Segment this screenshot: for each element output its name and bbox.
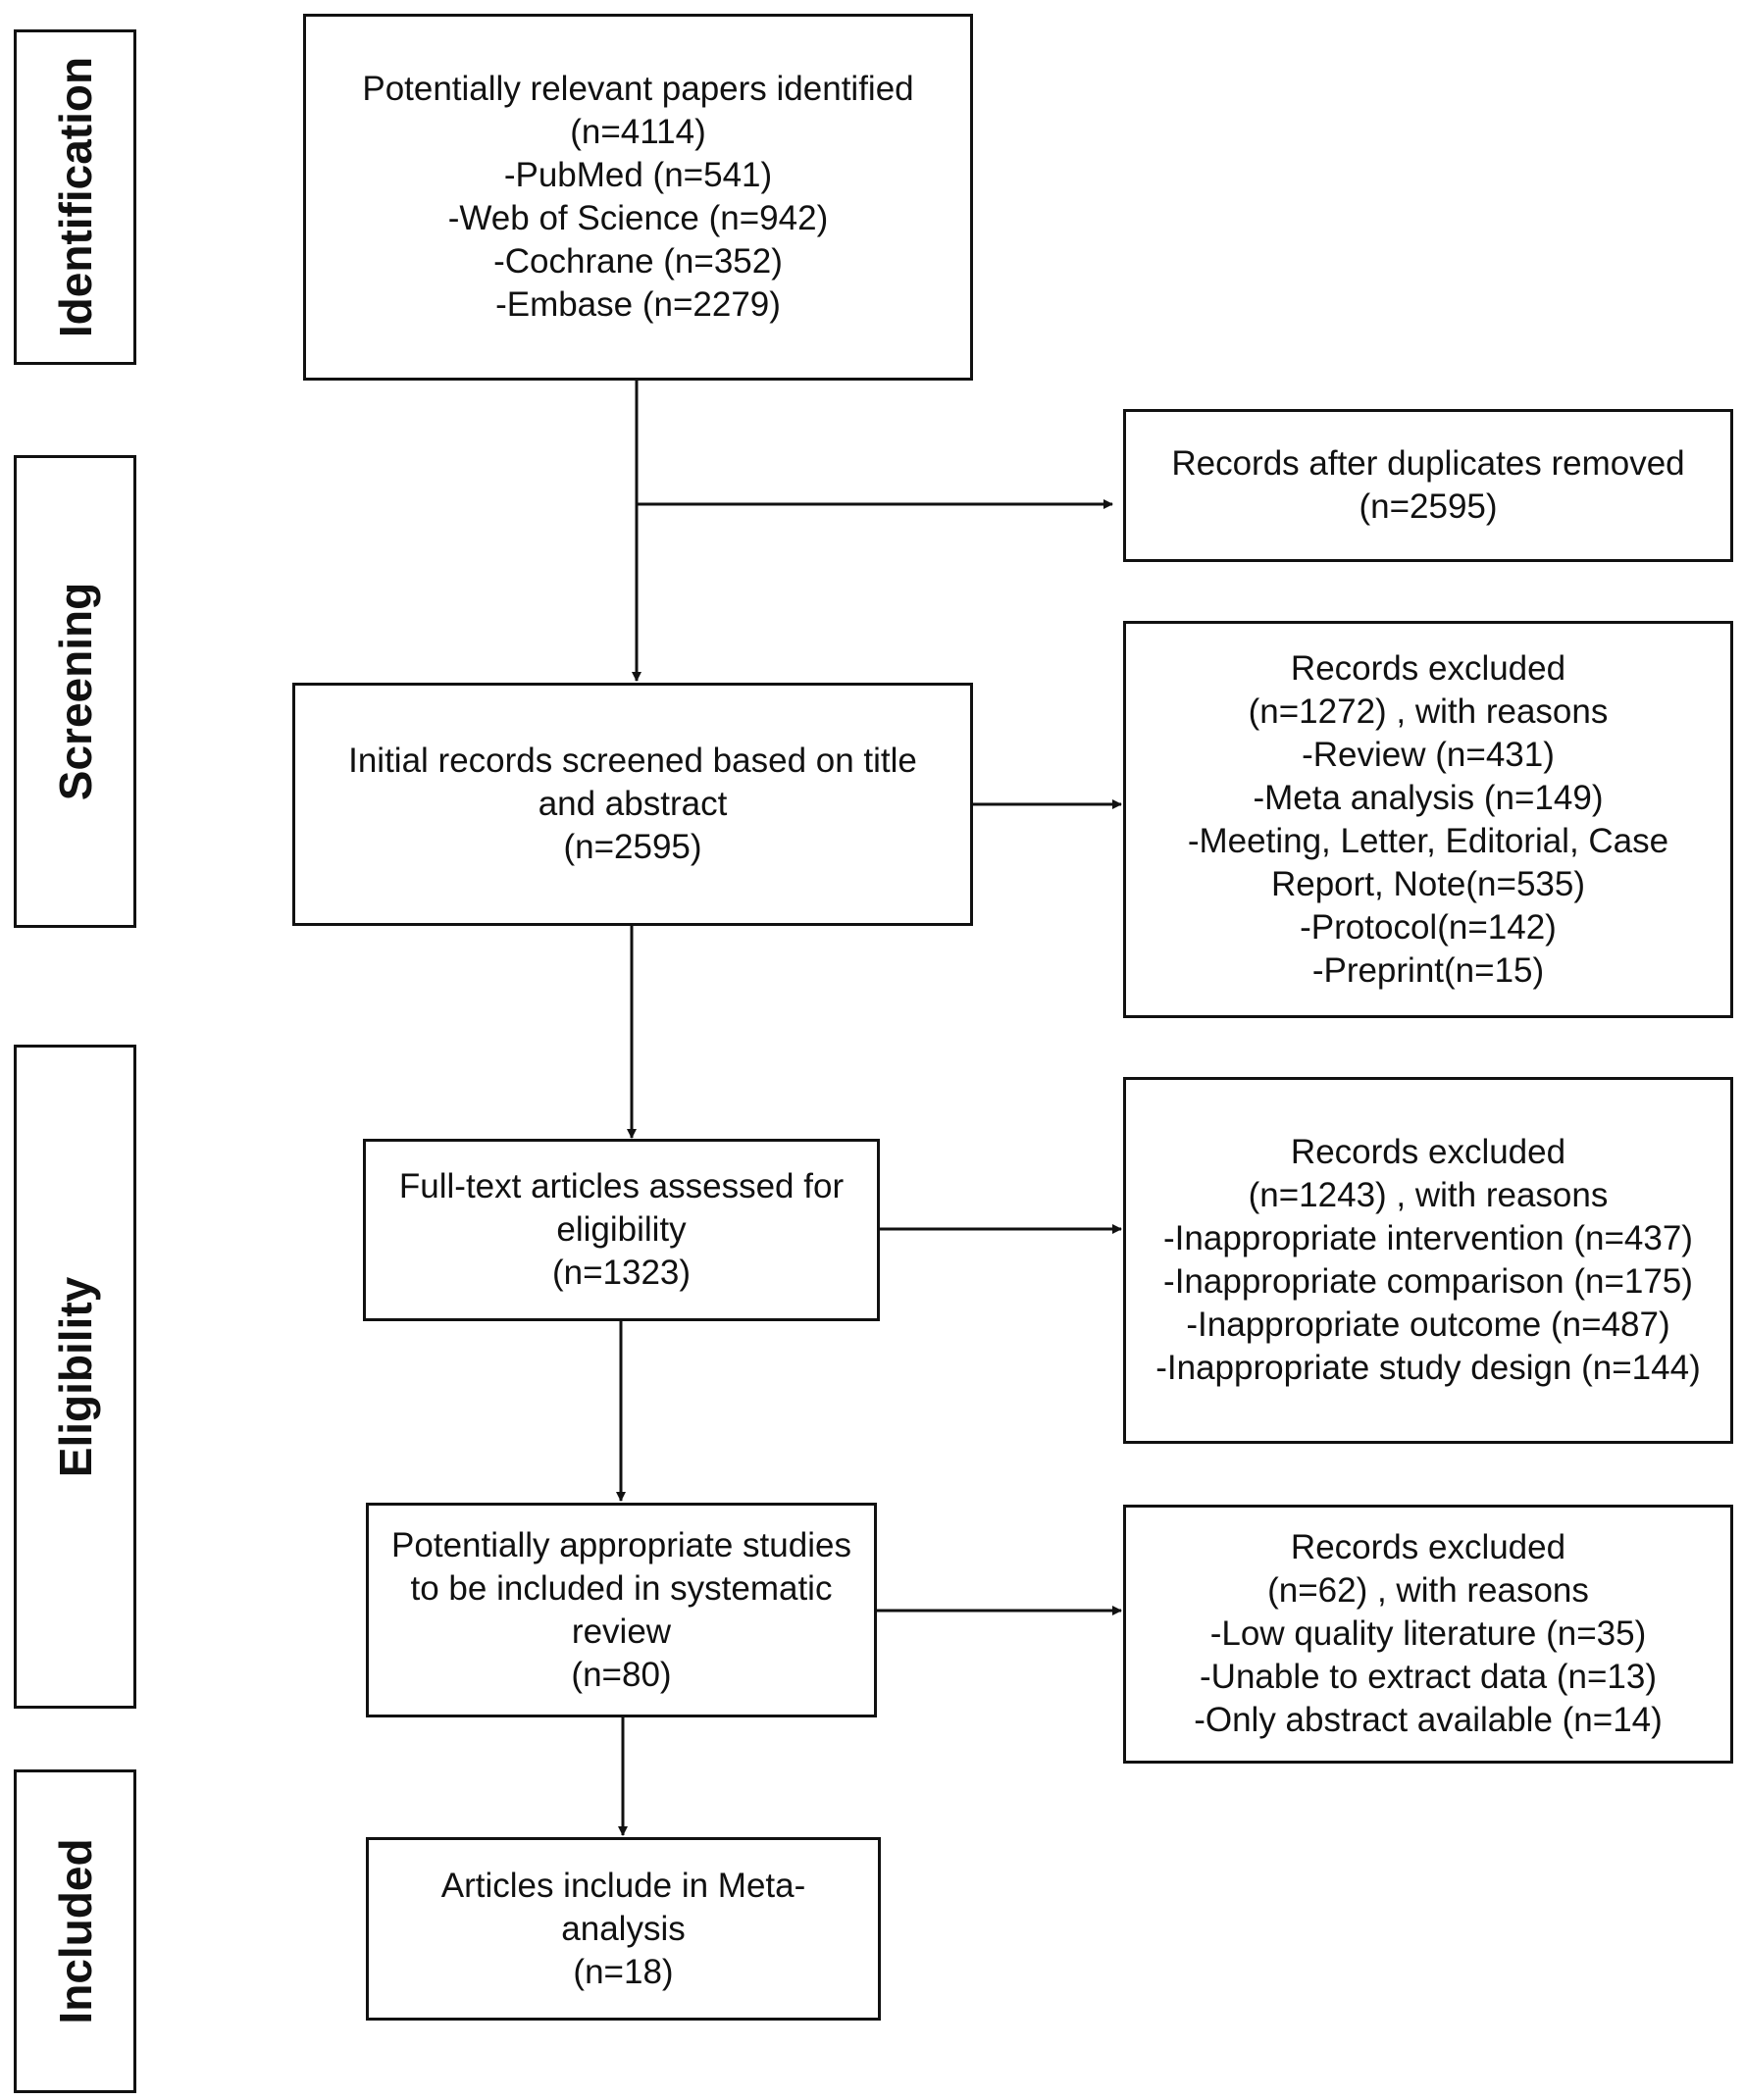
meta-line-2: analysis [561, 1909, 686, 1948]
excluded-full-text-line-3: -Inappropriate intervention (n=437) [1163, 1219, 1693, 1257]
box-duplicates-removed: Records after duplicates removed (n=2595… [1123, 409, 1733, 562]
box-full-text: Full-text articles assessed for eligibil… [363, 1139, 880, 1321]
box-excluded-screening: Records excluded (n=1272) , with reasons… [1123, 621, 1733, 1018]
stage-identification: Identification [14, 29, 136, 365]
excluded-screening-line-2: (n=1272) , with reasons [1248, 691, 1609, 731]
screened-line-1: Initial records screened based on title [348, 742, 917, 780]
excluded-quality-line-4: -Unable to extract data (n=13) [1200, 1658, 1657, 1696]
excluded-screening-line-5: -Meeting, Letter, Editorial, Case [1187, 821, 1669, 860]
excluded-screening-line-3: -Review (n=431) [1302, 735, 1555, 774]
identified-line-5: -Cochrane (n=352) [493, 242, 783, 281]
box-identified: Potentially relevant papers identified (… [303, 14, 973, 381]
excluded-screening-line-6: Report, Note(n=535) [1270, 864, 1586, 903]
stage-screening: Screening [14, 455, 136, 928]
excluded-full-text-line-2: (n=1243) , with reasons [1248, 1176, 1609, 1214]
box-screened: Initial records screened based on title … [292, 683, 973, 926]
potential-line-2: to be included in systematic [410, 1568, 833, 1608]
identified-line-6: -Embase (n=2279) [495, 285, 781, 324]
potential-line-1: Potentially appropriate studies [391, 1525, 851, 1564]
excluded-screening-line-7: -Protocol(n=142) [1300, 907, 1557, 947]
stage-eligibility: Eligibility [14, 1045, 136, 1709]
box-meta-analysis: Articles include in Meta- analysis (n=18… [366, 1837, 881, 2021]
excluded-quality-line-2: (n=62) , with reasons [1267, 1571, 1589, 1610]
excluded-screening-line-8: -Preprint(n=15) [1311, 950, 1545, 990]
potential-line-4: (n=80) [571, 1655, 672, 1694]
excluded-full-text-line-5: -Inappropriate outcome (n=487) [1186, 1306, 1670, 1344]
excluded-quality-line-5: -Only abstract available (n=14) [1194, 1701, 1663, 1739]
full-text-line-2: eligibility [556, 1210, 687, 1249]
identified-line-3: -PubMed (n=541) [503, 156, 773, 194]
meta-line-3: (n=18) [573, 1952, 674, 1991]
excluded-screening-line-4: -Meta analysis (n=149) [1253, 778, 1604, 817]
excluded-quality-line-3: -Low quality literature (n=35) [1209, 1614, 1647, 1653]
excluded-quality-line-1: Records excluded [1290, 1528, 1566, 1566]
screened-line-2: and abstract [538, 785, 728, 823]
stage-included: Included [14, 1769, 136, 2093]
box-potential-studies: Potentially appropriate studies to be in… [366, 1503, 877, 1717]
box-excluded-quality: Records excluded (n=62) , with reasons -… [1123, 1505, 1733, 1764]
full-text-line-1: Full-text articles assessed for [398, 1167, 845, 1205]
potential-line-3: review [571, 1612, 672, 1651]
excluded-full-text-line-1: Records excluded [1290, 1133, 1566, 1171]
screened-line-3: (n=2595) [563, 828, 702, 866]
identified-line-2: (n=4114) [570, 113, 706, 151]
duplicates-line-1: Records after duplicates removed [1171, 444, 1685, 483]
duplicates-line-2: (n=2595) [1359, 487, 1498, 526]
identified-line-4: -Web of Science (n=942) [447, 199, 829, 237]
excluded-screening-line-1: Records excluded [1290, 648, 1566, 688]
identified-line-1: Potentially relevant papers identified [362, 70, 914, 108]
excluded-full-text-line-6: -Inappropriate study design (n=144) [1155, 1349, 1701, 1387]
excluded-full-text-line-4: -Inappropriate comparison (n=175) [1163, 1262, 1693, 1301]
full-text-line-3: (n=1323) [551, 1254, 692, 1292]
box-excluded-full-text: Records excluded (n=1243) , with reasons… [1123, 1077, 1733, 1444]
meta-line-1: Articles include in Meta- [440, 1866, 806, 1905]
